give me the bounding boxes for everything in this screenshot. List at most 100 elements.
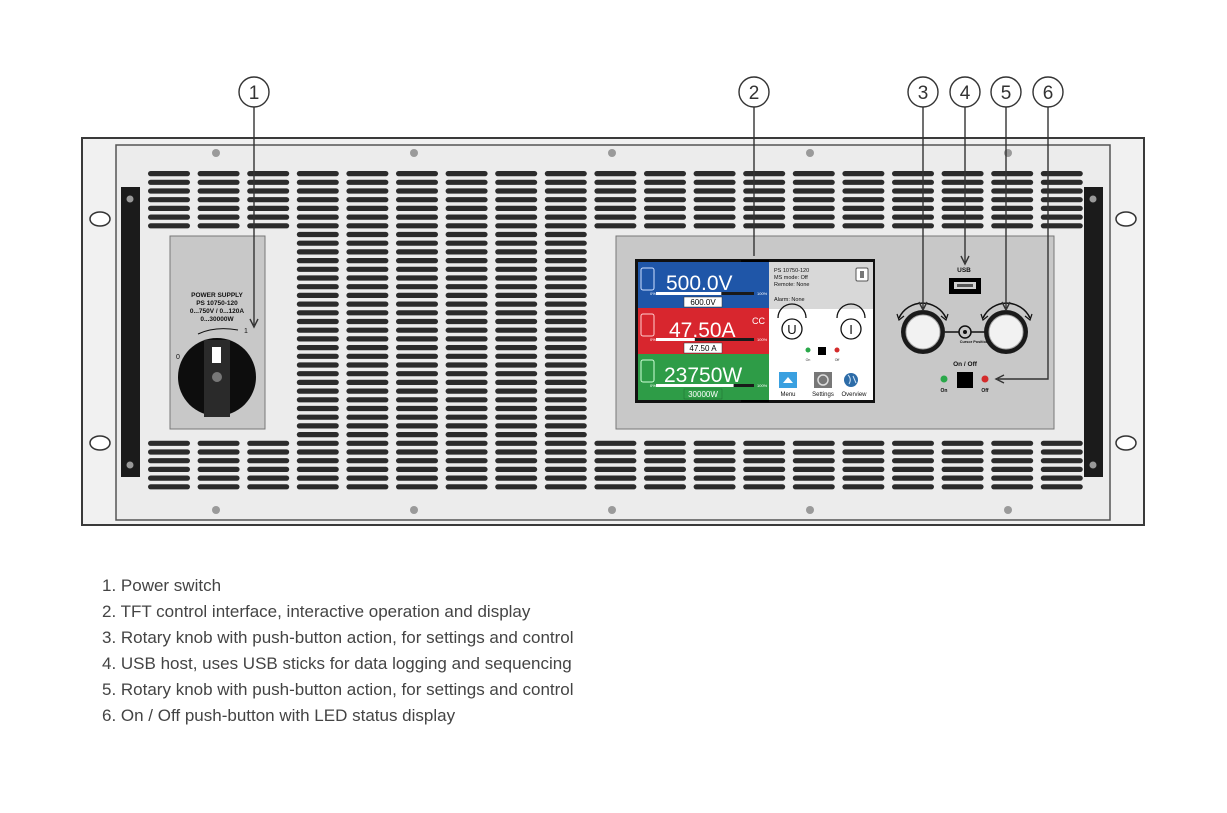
vent-slot <box>1040 171 1083 177</box>
switch-model: PS 10750-120 <box>196 300 238 307</box>
tft-display[interactable]: 500.0V 0% 100% 600.0V 47.50A CC 0% 100% … <box>635 259 875 403</box>
vent-slot <box>693 214 736 220</box>
vent-slot <box>941 458 984 464</box>
knob-left-label: U <box>787 322 796 337</box>
overview-label: Overview <box>841 392 867 398</box>
vent-slot <box>296 179 339 185</box>
vent-slot <box>296 301 339 307</box>
vent-slot <box>644 466 686 472</box>
vent-slot <box>346 484 389 490</box>
vent-slot <box>396 371 438 377</box>
vent-slot <box>247 449 290 455</box>
onoff-button[interactable] <box>957 372 973 388</box>
vent-slot <box>792 484 835 490</box>
vent-slot <box>445 223 488 229</box>
vent-slot <box>594 449 637 455</box>
vent-slot <box>594 205 637 211</box>
knob-left-cap[interactable] <box>905 314 941 350</box>
vent-slot <box>445 171 488 177</box>
vent-slot <box>544 266 587 272</box>
vent-slot <box>148 171 190 177</box>
vent-slot <box>396 284 438 290</box>
vent-slot <box>346 423 389 429</box>
vent-slot <box>544 284 587 290</box>
callout-2: 2 <box>749 83 760 104</box>
vent-slot <box>396 171 438 177</box>
handle-screw <box>1089 461 1097 469</box>
vent-slot <box>495 449 538 455</box>
vent-slot <box>495 423 538 429</box>
vent-slot <box>892 458 934 464</box>
legend-item: 6. On / Off push-button with LED status … <box>102 706 456 725</box>
vent-slot <box>991 475 1034 481</box>
vent-slot <box>247 197 290 203</box>
vent-slot <box>346 275 389 281</box>
vent-slot <box>148 449 190 455</box>
vent-slot <box>495 275 538 281</box>
vent-slot <box>197 484 240 490</box>
vent-slot <box>396 223 438 229</box>
vent-slot <box>743 449 786 455</box>
vent-slot <box>991 214 1034 220</box>
legend-list: 1. Power switch 2. TFT control interface… <box>102 573 574 729</box>
vent-slot <box>346 336 389 342</box>
vent-slot <box>644 214 686 220</box>
vent-slot <box>941 466 984 472</box>
rotary-knob-left[interactable] <box>896 302 949 354</box>
onoff-control[interactable]: On / Off On Off <box>940 361 989 394</box>
vent-slot <box>445 432 488 438</box>
vent-slot <box>346 353 389 359</box>
vent-slot <box>346 440 389 446</box>
power-set-box[interactable] <box>683 388 723 400</box>
vent-slot <box>644 205 686 211</box>
overview-glyph <box>847 374 857 385</box>
knob-right-cap[interactable] <box>988 314 1024 350</box>
vent-slot <box>396 310 438 316</box>
vent-slot <box>544 345 587 351</box>
screen-onoff-button[interactable] <box>818 347 826 355</box>
knob-right-arrow-icon <box>980 313 989 322</box>
vent-slot <box>991 188 1034 194</box>
vent-slot <box>892 205 934 211</box>
vent-slot <box>644 458 686 464</box>
vent-slot <box>693 475 736 481</box>
knob-left-icon[interactable] <box>781 318 803 340</box>
settings-icon[interactable] <box>814 372 832 388</box>
vent-slot <box>296 371 339 377</box>
vent-slot <box>346 345 389 351</box>
usb-port[interactable]: USB <box>949 267 981 294</box>
vent-slot <box>991 440 1034 446</box>
vent-slot <box>445 266 488 272</box>
vent-slot <box>544 353 587 359</box>
power-icon <box>640 359 655 383</box>
led-on <box>940 375 948 383</box>
current-icon <box>640 313 655 337</box>
vent-slot <box>544 449 587 455</box>
vent-slot <box>892 223 934 229</box>
vent-slot <box>495 440 538 446</box>
vent-slot <box>247 440 290 446</box>
knob-right-icon[interactable] <box>840 318 862 340</box>
overview-globe-icon[interactable] <box>844 373 858 387</box>
voltage-set-box[interactable] <box>683 296 723 308</box>
status-model: PS 10750-120 <box>774 268 809 274</box>
vent-slot <box>792 205 835 211</box>
handle-screw <box>1089 195 1097 203</box>
vent-slot <box>445 371 488 377</box>
vent-slot <box>941 188 984 194</box>
vent-slot <box>247 214 290 220</box>
current-set-box[interactable] <box>683 342 723 354</box>
vent-slot <box>445 231 488 238</box>
vent-slot <box>1040 188 1083 194</box>
menu-house-glyph <box>783 377 793 383</box>
vent-slot <box>544 475 587 481</box>
callout-circle-5 <box>990 76 1022 108</box>
vent-slot <box>842 475 885 481</box>
vent-slot <box>445 379 488 385</box>
switch-pos-on: 1 <box>244 328 248 335</box>
vent-slot <box>693 484 736 490</box>
vent-slot <box>495 405 538 412</box>
vent-slot <box>495 310 538 316</box>
vent-slot <box>445 292 488 298</box>
power-set: 30000W <box>688 390 718 399</box>
